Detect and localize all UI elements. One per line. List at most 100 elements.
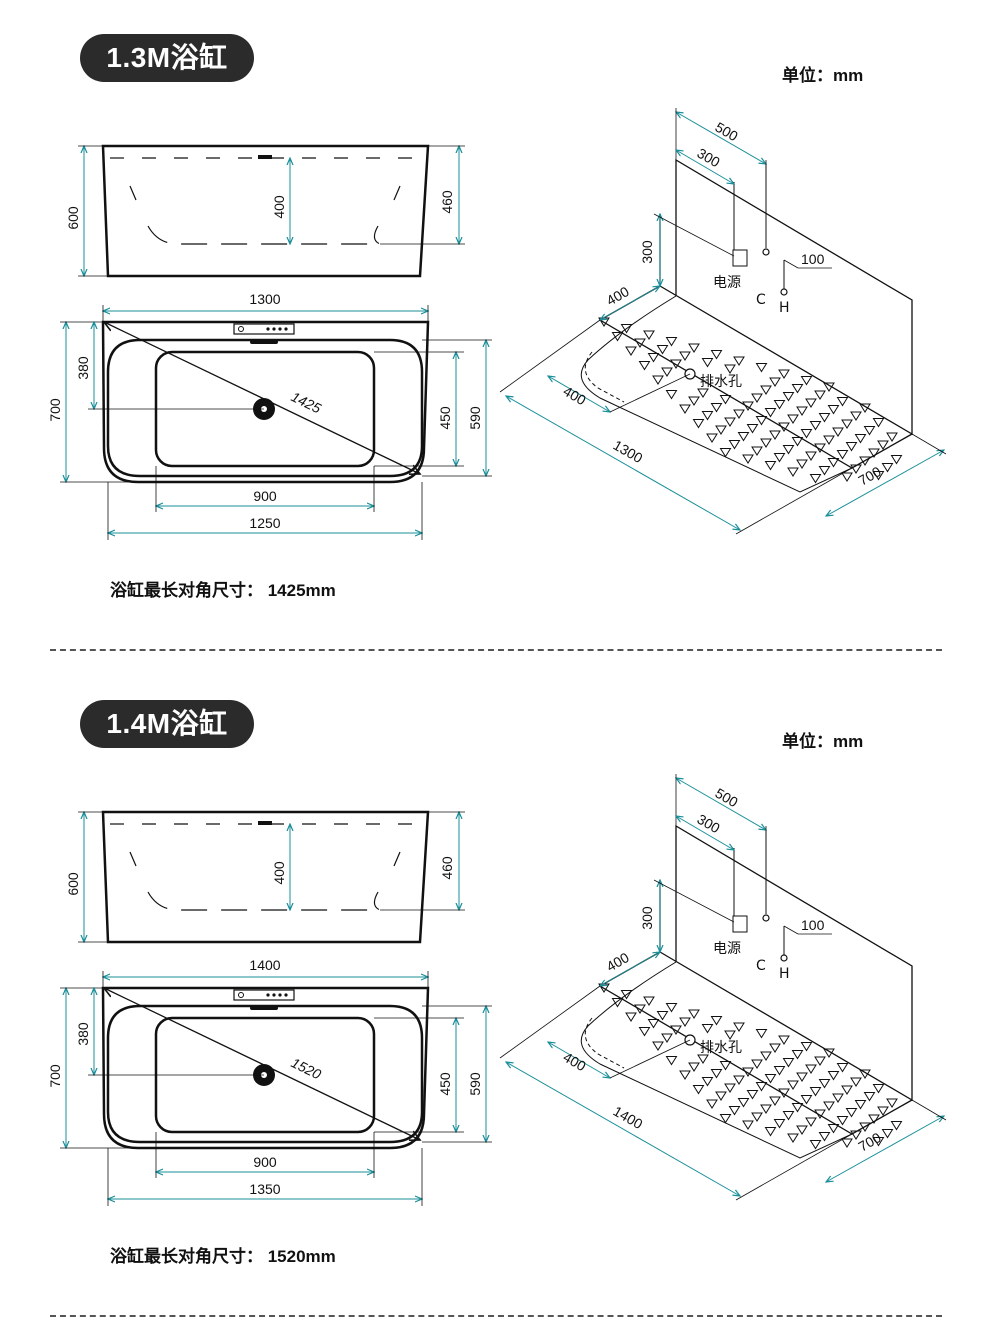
top-width-label: 700 <box>47 398 63 422</box>
width-300-dim <box>676 150 734 184</box>
floor-grid-triangle <box>755 1082 768 1092</box>
floor-grid-triangle <box>877 440 889 450</box>
power-box-icon <box>732 915 748 933</box>
floor-grid-triangle <box>773 1066 786 1076</box>
height-300-label: 300 <box>639 240 655 264</box>
floor-plan: 排水孔 电源 C H 500 300 300 <box>499 108 947 535</box>
floor-grid-triangle <box>782 445 795 455</box>
floor-grid-triangle <box>791 437 804 447</box>
diagonal-dim <box>104 988 420 1140</box>
floor-grid-triangle <box>769 1096 781 1106</box>
floor-grid-triangle <box>832 427 844 437</box>
floor-grid-triangle <box>881 463 894 473</box>
floor-grid-triangle <box>769 430 781 440</box>
floor-grid-triangle <box>886 432 898 442</box>
floor-grid-triangle <box>710 1069 723 1079</box>
floor-grid-triangle <box>778 1035 790 1045</box>
floor-grid-triangle <box>697 388 709 398</box>
floor-grid-triangle <box>809 421 822 431</box>
floor-grid-triangle <box>881 1129 894 1139</box>
outer-depth-label: 590 <box>467 406 483 430</box>
floor-grid-triangle <box>724 417 736 427</box>
pipe-100-label: 100 <box>801 251 825 267</box>
floor-grid-triangle <box>773 1119 786 1129</box>
drain-400-label: 400 <box>561 1049 589 1075</box>
bathtub-section: 1.3M浴缸 单位：mm 6 <box>0 0 990 671</box>
floor-grid-triangle <box>746 1090 759 1100</box>
floor-grid-triangle <box>764 1074 777 1084</box>
floor-length-label: 1300 <box>611 437 646 467</box>
floor-grid-triangle <box>670 359 682 369</box>
floor-grid-triangle <box>818 1132 831 1142</box>
floor-length-label: 1400 <box>611 1103 646 1133</box>
width-500-label: 500 <box>713 785 741 811</box>
floor-grid-triangle <box>764 1127 777 1137</box>
offset-400-dim <box>600 286 660 320</box>
base-length-label: 1250 <box>249 515 280 531</box>
floor-grid-triangle <box>647 353 660 363</box>
front-height-label: 600 <box>65 206 81 230</box>
basin-depth-label: 450 <box>437 406 453 430</box>
floor-grid-triangle <box>638 361 651 371</box>
top-view: 1400 1520 700 380 <box>47 957 492 1206</box>
floor-grid-triangle <box>755 1029 768 1039</box>
floor-grid-triangle <box>814 443 826 453</box>
floor-grid-triangle <box>859 403 871 413</box>
floor-grid-triangle <box>863 426 876 436</box>
floor-grid-triangle <box>764 408 777 418</box>
floor-grid-triangle <box>890 1121 903 1131</box>
floor-grid-triangle <box>733 409 745 419</box>
hot-pipe-icon <box>780 288 788 296</box>
floor-grid-triangle <box>841 1085 853 1095</box>
cold-label: C <box>756 292 766 308</box>
floor-grid-triangle <box>701 358 714 368</box>
floor-grid-triangle <box>643 996 655 1006</box>
floor-grid-triangle <box>760 385 772 395</box>
floor-grid-triangle <box>737 432 750 442</box>
floor-outline <box>598 285 913 469</box>
floor-grid-triangle <box>656 1011 669 1021</box>
floor-grid-triangle <box>620 990 633 1000</box>
floor-grid-triangle <box>634 1004 646 1014</box>
offset-400-dim <box>600 952 660 986</box>
floor-grid-triangle <box>791 1103 804 1113</box>
floor-grid-triangle <box>805 1117 817 1127</box>
hot-label: H <box>779 300 790 316</box>
front-wall-marks <box>129 851 401 867</box>
width-300-label: 300 <box>695 811 723 837</box>
drain-400-label: 400 <box>561 383 589 409</box>
overflow-slot <box>250 1006 278 1010</box>
floor-grid-triangle <box>859 1069 871 1079</box>
floor-grid-triangle <box>620 324 633 334</box>
hot-label: H <box>779 966 790 982</box>
floor-grid-triangle <box>728 440 741 450</box>
floor-grid-triangle <box>800 1042 813 1052</box>
floor-grid-triangle <box>701 1077 714 1087</box>
floor-grid-triangle <box>796 459 808 469</box>
water-depth-label: 400 <box>271 861 287 885</box>
floor-grid-triangle <box>733 356 745 366</box>
floor-grid-triangle <box>688 343 700 353</box>
floor-grid-triangle <box>791 384 804 394</box>
outer-depth-label: 590 <box>467 1072 483 1096</box>
front-basin-dash <box>147 891 381 911</box>
section-divider <box>50 649 942 651</box>
floor-grid-triangle <box>737 1098 750 1108</box>
floor-grid-triangle <box>751 393 763 403</box>
floor-grid-triangle <box>715 1091 727 1101</box>
floor-grid-triangle <box>796 1072 808 1082</box>
front-view: 600 400 460 <box>65 144 465 278</box>
floor-grid-triangle <box>805 1064 817 1074</box>
floor-grid-triangle <box>751 1059 763 1069</box>
floor-length-dim <box>506 1062 740 1196</box>
floor-grid-triangle <box>850 411 862 421</box>
front-panel-mark <box>258 155 272 159</box>
height-300-label: 300 <box>639 906 655 930</box>
bathtub-section: 1.4M浴缸 单位：mm 6 <box>0 666 990 1337</box>
floor-plan: 排水孔 电源 C H 500 300 300 <box>499 774 947 1201</box>
floor-depth-dim <box>826 1116 944 1182</box>
floor-grid-triangle <box>787 414 799 424</box>
floor-grid-triangle <box>787 1080 799 1090</box>
floor-grid-triangle <box>701 1024 714 1034</box>
floor-grid-triangle <box>805 451 817 461</box>
